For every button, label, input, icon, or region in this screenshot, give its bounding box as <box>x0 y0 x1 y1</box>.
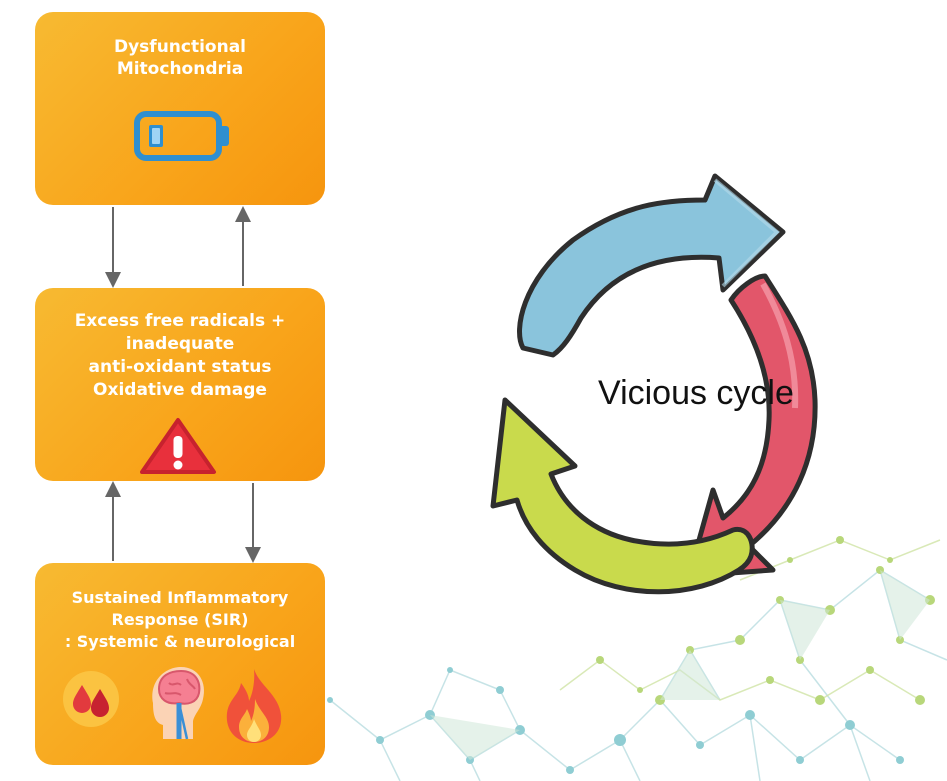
box1-line-2: Mitochondria <box>116 59 244 79</box>
box3-line-1: Sustained Inflammatory <box>71 588 289 607</box>
box3-title: Sustained Inflammatory Response (SIR) : … <box>35 587 325 653</box>
box2-line-1: Excess free radicals + <box>74 311 286 331</box>
box-dysfunctional-mitochondria: Dysfunctional Mitochondria <box>35 12 325 205</box>
box3-line-2: Response (SIR) <box>111 610 249 629</box>
blood-drops-icon <box>61 669 121 729</box>
box1-title: Dysfunctional Mitochondria <box>35 36 325 80</box>
cycle-arrow-blue <box>517 173 786 358</box>
vicious-cycle-label: Vicious cycle <box>598 374 794 412</box>
battery-low-icon <box>133 108 233 164</box>
cycle-arrow-green <box>490 397 755 595</box>
fire-icon <box>223 667 285 745</box>
box-sustained-inflammatory-response: Sustained Inflammatory Response (SIR) : … <box>35 563 325 765</box>
box2-line-4: Oxidative damage <box>93 380 267 400</box>
box-oxidative-damage: Excess free radicals + inadequate anti-o… <box>35 288 325 481</box>
box2-title: Excess free radicals + inadequate anti-o… <box>35 310 325 402</box>
warning-icon <box>138 416 218 476</box>
vicious-cycle-graphic <box>490 173 818 595</box>
box1-line-1: Dysfunctional <box>113 37 247 57</box>
box3-line-3: : Systemic & neurological <box>64 632 296 651</box>
cycle-arrow-red <box>686 273 818 579</box>
brain-head-icon <box>143 663 211 741</box>
box2-line-2: inadequate <box>125 334 235 354</box>
box2-line-3: anti-oxidant status <box>88 357 272 377</box>
